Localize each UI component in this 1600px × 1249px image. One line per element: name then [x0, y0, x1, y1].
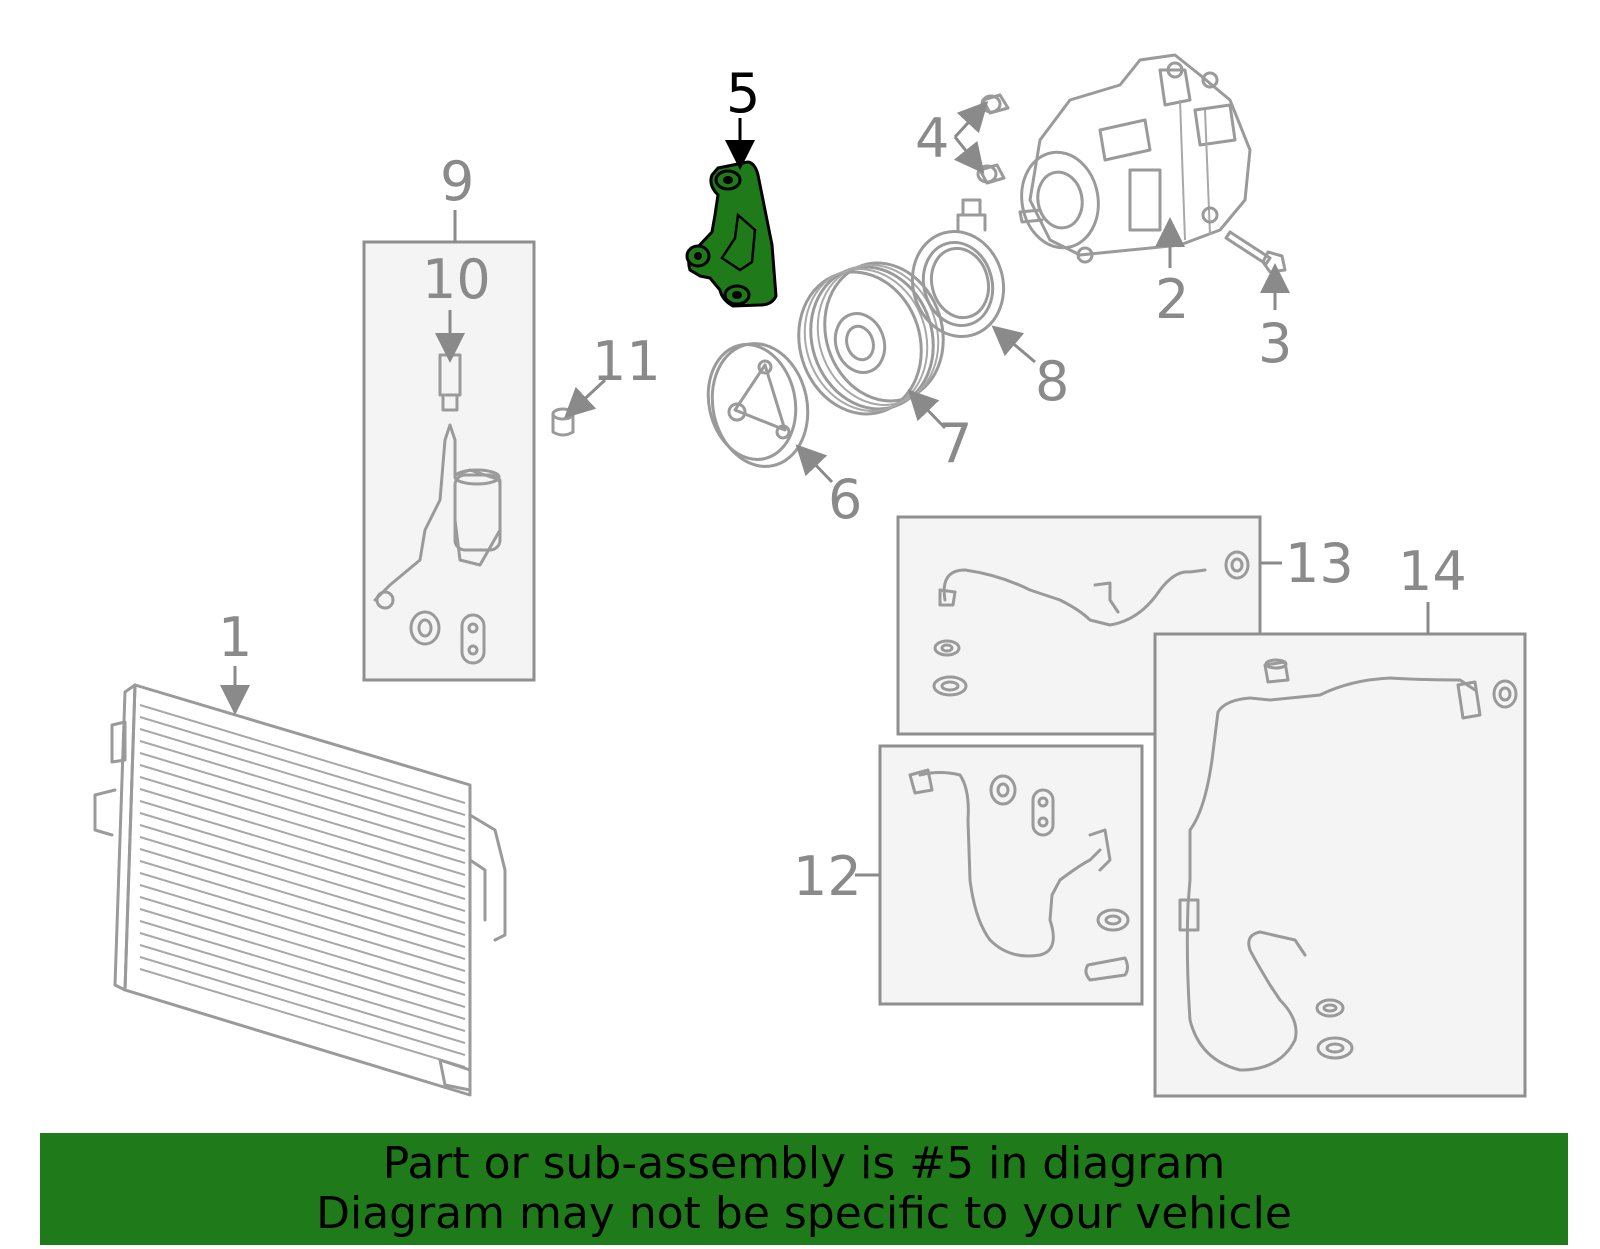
- bracket-part-5-highlighted: [685, 160, 778, 308]
- callout-4: 4: [915, 107, 949, 170]
- callout-5: 5: [726, 62, 760, 125]
- info-banner: Part or sub-assembly is #5 in diagram Di…: [40, 1133, 1568, 1245]
- callout-8: 8: [1035, 350, 1069, 413]
- callout-6: 6: [828, 468, 862, 531]
- callout-9: 9: [440, 150, 474, 213]
- callout-10: 10: [422, 248, 491, 311]
- callout-2: 2: [1155, 268, 1189, 331]
- bolt-part-3: [1224, 230, 1287, 274]
- callout-12: 12: [793, 845, 862, 908]
- hose-assembly-box-14: [1153, 632, 1527, 1098]
- callout-14: 14: [1398, 540, 1467, 603]
- compressor-part-2: [1018, 53, 1252, 264]
- banner-line-2: Diagram may not be specific to your vehi…: [316, 1188, 1292, 1239]
- hose-assembly-box-12: [878, 744, 1144, 1006]
- callout-3: 3: [1258, 312, 1292, 375]
- clutch-coil-part-8: [910, 198, 1006, 339]
- callout-1: 1: [218, 606, 252, 669]
- pulley-part-7: [797, 261, 945, 416]
- banner-line-1: Part or sub-assembly is #5 in diagram: [382, 1138, 1226, 1189]
- condenser-part-1: [93, 683, 507, 1097]
- callout-7: 7: [938, 412, 972, 475]
- callout-13: 13: [1285, 532, 1354, 595]
- cap-part-11: [551, 407, 575, 437]
- dowel-pins-part-4: [976, 93, 1010, 185]
- clutch-hub-part-6: [706, 342, 810, 468]
